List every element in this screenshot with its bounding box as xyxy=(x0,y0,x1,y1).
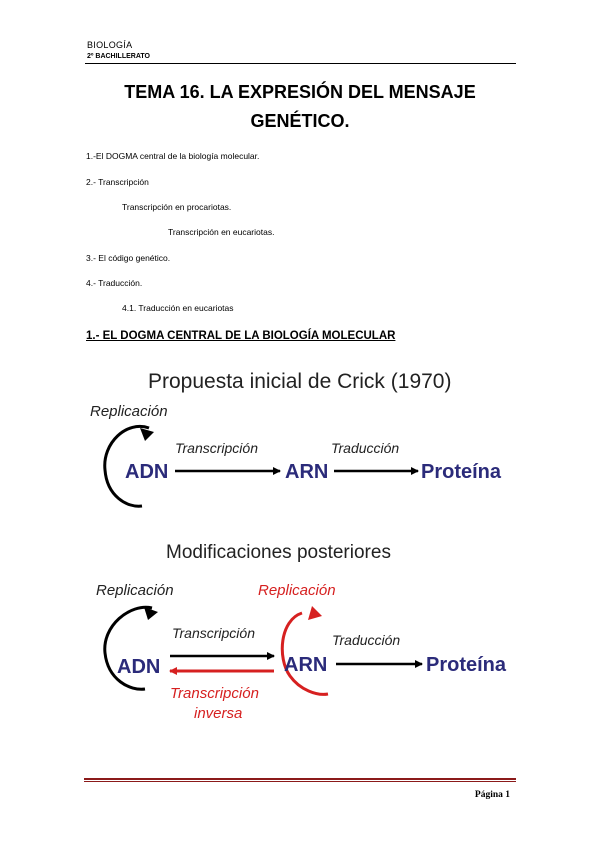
bottom-dna-label: ADN xyxy=(117,656,160,678)
top-replication-arrowhead xyxy=(140,428,154,441)
title-line-2: GENÉTICO. xyxy=(250,111,350,131)
footer-divider xyxy=(84,778,516,780)
reverse-transcription-label-1: Transcripción xyxy=(170,685,259,702)
toc-item: 3.- El código genético. xyxy=(86,253,171,263)
top-transcription-label: Transcripción xyxy=(175,440,258,456)
top-protein-label: Proteína xyxy=(421,461,502,483)
top-replication-label: Replicación xyxy=(90,403,168,420)
section-heading: 1.- EL DOGMA CENTRAL DE LA BIOLOGÍA MOLE… xyxy=(86,330,396,342)
header-divider xyxy=(85,63,516,64)
bottom-dna-replication-label: Replicación xyxy=(96,582,174,599)
bottom-dna-replication-loop xyxy=(103,605,153,691)
toc-item: 1.-El DOGMA central de la biología molec… xyxy=(86,151,260,161)
bottom-transcription-label: Transcripción xyxy=(172,625,255,641)
document-title: TEMA 16. LA EXPRESIÓN DEL MENSAJE GENÉTI… xyxy=(86,78,514,136)
bottom-protein-label: Proteína xyxy=(426,654,507,676)
page-header-subject: BIOLOGÍA xyxy=(87,40,133,50)
top-translation-label: Traducción xyxy=(331,440,399,456)
diagram-top-title: Propuesta inicial de Crick (1970) xyxy=(148,370,451,393)
reverse-transcription-label-2: inversa xyxy=(194,705,242,722)
top-replication-loop xyxy=(103,425,150,508)
bottom-translation-label: Traducción xyxy=(332,632,400,648)
toc-item: Transcripción en procariotas. xyxy=(122,202,232,212)
title-line-1: TEMA 16. LA EXPRESIÓN DEL MENSAJE xyxy=(124,82,476,102)
bottom-rna-label: ARN xyxy=(284,654,327,676)
toc-item: 4.1. Traducción en eucariotas xyxy=(122,303,234,313)
toc-item: 4.- Traducción. xyxy=(86,278,143,288)
top-dna-label: ADN xyxy=(125,461,168,483)
page-number: Página 1 xyxy=(474,790,510,800)
toc-item: Transcripción en eucariotas. xyxy=(168,227,275,237)
bottom-rna-replication-arrowhead xyxy=(308,606,322,620)
central-dogma-diagram: Propuesta inicial de Crick (1970) Replic… xyxy=(90,370,507,722)
footer-divider-thin xyxy=(84,781,516,782)
toc-item: 2.- Transcripción xyxy=(86,177,149,187)
top-rna-label: ARN xyxy=(285,461,328,483)
page-header-course: 2º BACHILLERATO xyxy=(87,53,150,60)
bottom-dna-replication-arrowhead xyxy=(144,607,158,620)
bottom-rna-replication-label: Replicación xyxy=(258,582,336,599)
diagram-bottom-title: Modificaciones posteriores xyxy=(166,542,391,563)
bottom-rna-replication-loop xyxy=(280,611,329,696)
